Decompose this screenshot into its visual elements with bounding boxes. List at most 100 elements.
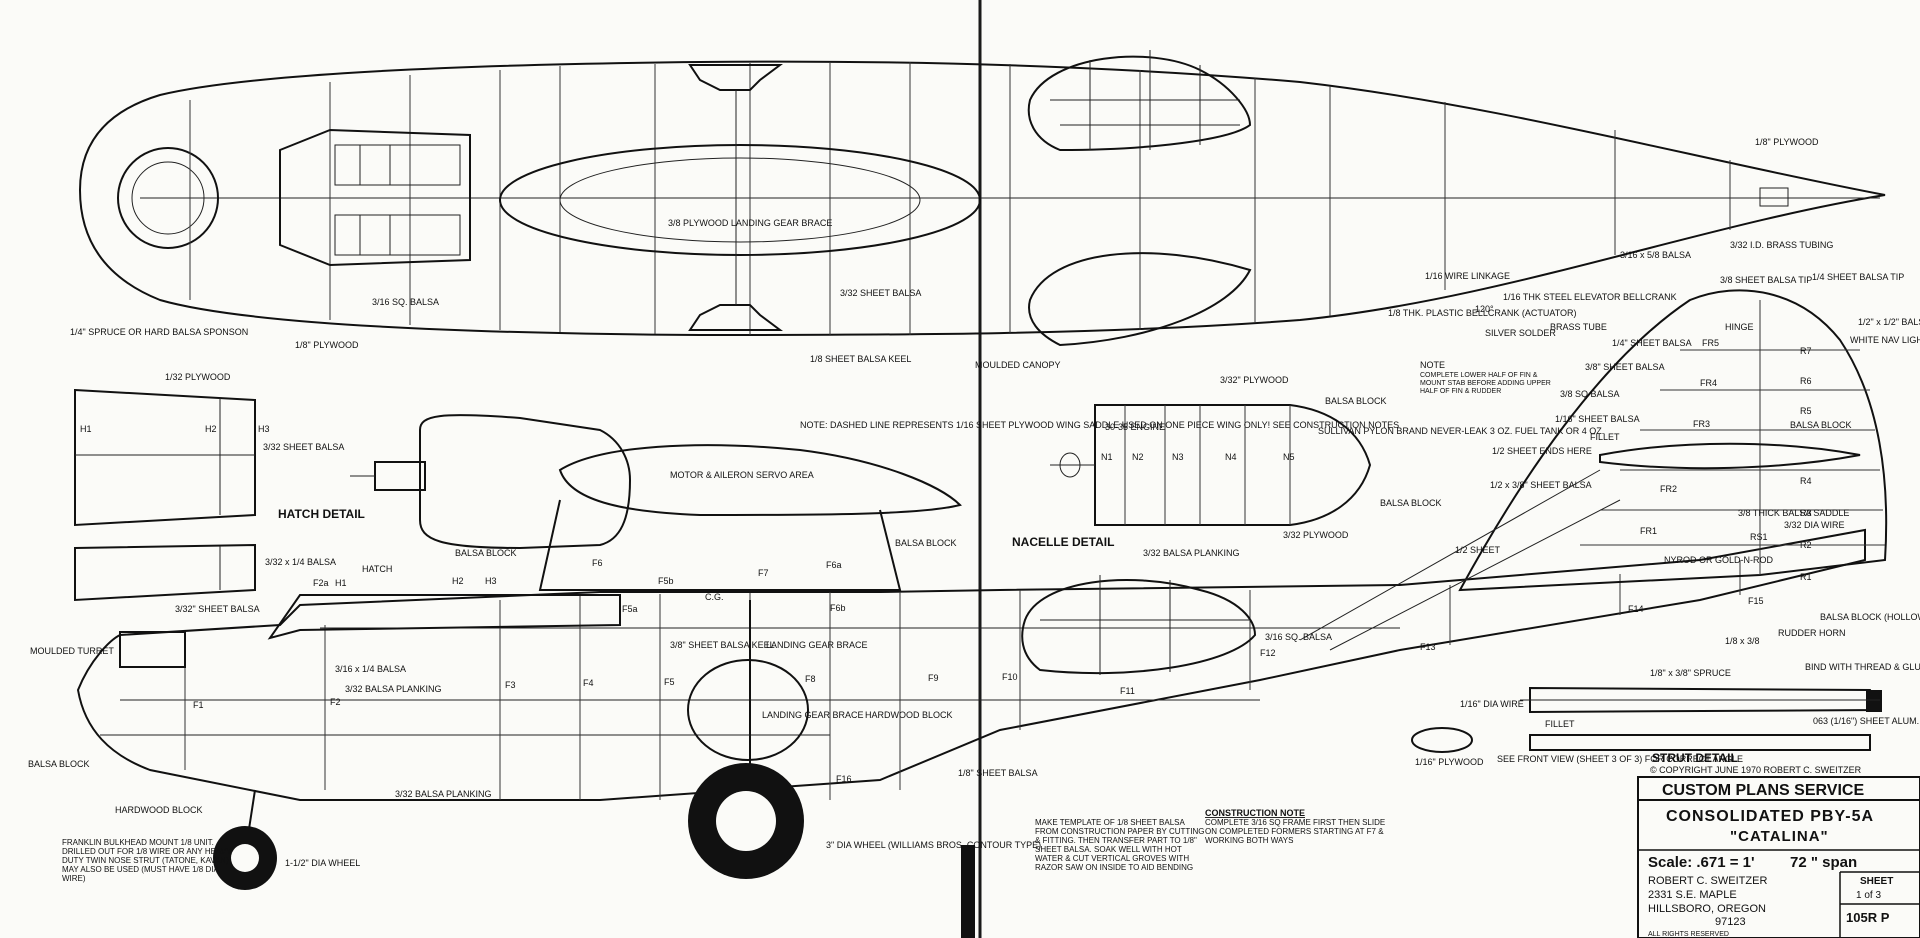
label-f2a: F2a — [313, 578, 329, 588]
label-nacelle-n4: N4 — [1225, 452, 1237, 462]
label-f5: F5 — [664, 677, 675, 687]
label-strut-ply: 1/16" PLYWOOD — [1415, 757, 1484, 767]
label-r7: R7 — [1800, 346, 1812, 356]
label-top-balsa-3-16: 3/16 x 5/8 BALSA — [1620, 250, 1691, 260]
label-nacelle-balsa-block-2: BALSA BLOCK — [1380, 498, 1442, 508]
label-hatch-ply: 1/32 PLYWOOD — [165, 372, 231, 382]
title-sheet-label: SHEET — [1860, 876, 1893, 887]
label-f3: F3 — [505, 680, 516, 690]
hatch-detail — [74, 388, 256, 602]
title-company: CUSTOM PLANS SERVICE — [1662, 782, 1864, 799]
label-sheet-16: 1/16" SHEET BALSA — [1555, 414, 1640, 424]
label-h2: H2 — [452, 576, 464, 586]
label-hardwood-block: HARDWOOD BLOCK — [865, 710, 953, 720]
label-sq-balsa-aft: 3/16 SQ. BALSA — [1265, 632, 1332, 642]
label-side-note: NOTE: DASHED LINE REPRESENTS 1/16 SHEET … — [800, 420, 1399, 430]
label-hinge: HINGE — [1725, 322, 1754, 332]
label-strut-dia: 063 (1/16") SHEET ALUM. — [1813, 716, 1919, 726]
label-sq-3-8: 1/2 x 3/8" SHEET BALSA — [1490, 480, 1592, 490]
label-nacelle-ply: 3/32" PLYWOOD — [1220, 375, 1289, 385]
label-top-sq-balsa: 3/16 SQ. BALSA — [372, 297, 439, 307]
label-top-ply-nose: 1/8" PLYWOOD — [295, 340, 359, 350]
title-author: ROBERT C. SWEITZER — [1648, 875, 1767, 887]
label-r5: R5 — [1800, 406, 1812, 416]
top-view-labels: 1/8" PLYWOOD 3/32 I.D. BRASS TUBING 3/16… — [70, 137, 1833, 370]
strut-detail — [1411, 686, 1882, 753]
nacelle-labels: 3/32" PLYWOOD BALSA BLOCK 30-35 ENGINE S… — [1012, 375, 1604, 558]
label-f15: F15 — [1748, 596, 1764, 606]
label-strut-front-view: SEE FRONT VIEW (SHEET 3 OF 3) FOR CORREC… — [1497, 754, 1743, 764]
title-block: © COPYRIGHT JUNE 1970 ROBERT C. SWEITZER… — [1637, 765, 1920, 938]
title-zip: 97123 — [1715, 916, 1746, 928]
label-balsa-block-hollow: BALSA BLOCK (HOLLOW AS SHOWN) — [1820, 612, 1920, 622]
label-top-brass-tube: 3/32 I.D. BRASS TUBING — [1730, 240, 1833, 250]
label-h1: H1 — [335, 578, 347, 588]
label-f14: F14 — [1628, 604, 1644, 614]
label-f6: F6 — [592, 558, 603, 568]
strut-labels: 1/8" x 3/8" SPRUCE BIND WITH THREAD & GL… — [1415, 662, 1920, 767]
label-balsa-keel: 3/8" SHEET BALSA KEEL — [670, 640, 775, 650]
label-hatch-h1: H1 — [80, 424, 92, 434]
title-city: HILLSBORO, OREGON — [1648, 903, 1766, 915]
label-f13: F13 — [1420, 642, 1436, 652]
label-top-spruce-sponson: 1/4" SPRUCE OR HARD BALSA SPONSON — [70, 327, 248, 337]
label-fr5: FR5 — [1702, 338, 1719, 348]
nacelle-detail — [1050, 404, 1372, 526]
label-top-moulded-canopy: MOULDED CANOPY — [975, 360, 1061, 370]
label-hardwood-block-2: HARDWOOD BLOCK — [115, 805, 203, 815]
label-wire-linkage: 1/16 WIRE LINKAGE — [1425, 271, 1510, 281]
label-brass-tube: BRASS TUBE — [1550, 322, 1607, 332]
label-f8: F8 — [805, 674, 816, 684]
label-balsa-block-nose: BALSA BLOCK — [28, 759, 90, 769]
label-balsa-tip: 3/8 SHEET BALSA TIP — [1720, 275, 1812, 285]
label-top-sheet-balsa: 3/32 SHEET BALSA — [840, 288, 921, 298]
label-balsa-3-8: 3/8 SQ BALSA — [1560, 389, 1620, 399]
label-servo-area: MOTOR & AILERON SERVO AREA — [670, 470, 814, 480]
label-f6a: F6a — [826, 560, 842, 570]
label-f4: F4 — [583, 678, 594, 688]
label-sq-1-8: 1/8 x 3/8 — [1725, 636, 1760, 646]
label-strut-fillet: FILLET — [1545, 719, 1575, 729]
label-f12: F12 — [1260, 648, 1276, 658]
label-balsa-block-tail: BALSA BLOCK — [1790, 420, 1852, 430]
title-sheet-num: 1 of 3 — [1856, 890, 1881, 901]
label-nacelle-ply-2: 3/32 PLYWOOD — [1283, 530, 1349, 540]
label-strut-spruce: 1/8" x 3/8" SPRUCE — [1650, 668, 1731, 678]
construction-note-text: COMPLETE 3/16 SQ FRAME FIRST THEN SLIDE … — [1205, 818, 1386, 845]
label-strut-wire: 1/16" DIA WIRE — [1460, 699, 1524, 709]
label-moulded-turret: MOULDED TURRET — [30, 646, 114, 656]
label-cg: C.G. — [705, 592, 724, 602]
label-bellcrank: 1/16 THK STEEL ELEVATOR BELLCRANK — [1503, 292, 1677, 302]
label-f11: F11 — [1120, 686, 1135, 696]
label-landing-gear-brace: LANDING GEAR BRACE — [766, 640, 868, 650]
label-nacelle-n2: N2 — [1132, 452, 1144, 462]
wheels — [213, 763, 804, 890]
label-planking-1: 3/32 BALSA PLANKING — [345, 684, 442, 694]
label-f5b: F5b — [658, 576, 674, 586]
label-sheet-balsa-lower: 1/8" SHEET BALSA — [958, 768, 1038, 778]
title-name: "CATALINA" — [1730, 828, 1829, 845]
label-f16: F16 — [836, 774, 852, 784]
label-hatch: HATCH — [362, 564, 392, 574]
label-fin-note-title: NOTE — [1420, 360, 1445, 370]
label-deg: 120° — [1475, 304, 1494, 314]
side-view-labels: NOTE: DASHED LINE REPRESENTS 1/16 SHEET … — [28, 420, 1764, 883]
label-ends-here: 1/2 SHEET ENDS HERE — [1492, 446, 1592, 456]
label-silver-solder: SILVER SOLDER — [1485, 328, 1556, 338]
label-balsa-sq: 3/16 x 1/4 BALSA — [335, 664, 406, 674]
label-planking-2: 3/32 BALSA PLANKING — [395, 789, 492, 799]
label-nacelle-n3: N3 — [1172, 452, 1184, 462]
side-view — [76, 289, 1888, 856]
label-fr1: FR1 — [1640, 526, 1657, 536]
label-nacelle-n5: N5 — [1283, 452, 1295, 462]
label-balsa-block: BALSA BLOCK — [895, 538, 957, 548]
label-rudder-horn: RUDDER HORN — [1778, 628, 1846, 638]
label-f6b: F6b — [830, 603, 846, 613]
label-r3: R3 — [1800, 508, 1812, 518]
construction-note-title: CONSTRUCTION NOTE — [1205, 808, 1305, 818]
title-scale: Scale: .671 = 1' — [1648, 854, 1755, 871]
label-r6: R6 — [1800, 376, 1812, 386]
label-nacelle-tank: SULLIVAN PYLON BRAND NEVER-LEAK 3 OZ. FU… — [1318, 426, 1604, 436]
title-plan-no: 105R P — [1846, 910, 1890, 925]
